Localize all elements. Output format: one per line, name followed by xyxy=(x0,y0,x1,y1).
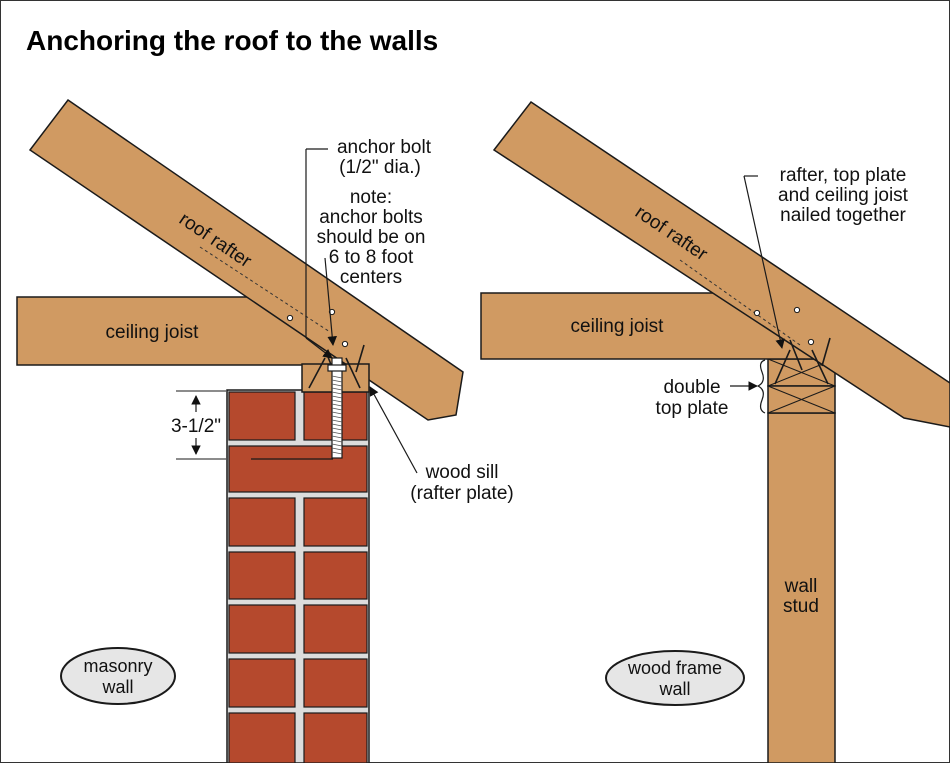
brick xyxy=(228,497,296,547)
embed-dimension xyxy=(176,390,226,460)
bolt-thread xyxy=(331,415,343,419)
top-plate-label-line2: top plate xyxy=(656,398,729,419)
bolt-thread xyxy=(331,387,343,391)
wood-frame-badge-line2: wall xyxy=(658,679,690,699)
wood-frame-wall-badge xyxy=(605,650,745,706)
bolt-thread xyxy=(331,439,343,443)
bolt-thread xyxy=(331,431,343,435)
masonry-badge-line1: masonry xyxy=(83,656,152,676)
brick xyxy=(303,497,368,547)
embed-depth-label: 3-1/2" xyxy=(171,416,221,437)
wall-stud-label-line2: stud xyxy=(783,596,819,617)
bolt-thread xyxy=(331,399,343,403)
bolt-thread xyxy=(331,411,343,415)
nailed-label-line2: and ceiling joist xyxy=(778,185,909,206)
nailed-leader xyxy=(743,175,785,349)
brick xyxy=(228,391,296,441)
note-line-3: should be on xyxy=(317,227,426,248)
masonry-badge-line2: wall xyxy=(101,677,133,697)
wood-frame-badge-line1: wood frame xyxy=(627,658,722,678)
note-line-1: note: xyxy=(350,187,392,208)
bolt-thread xyxy=(331,423,343,427)
note-line-5: centers xyxy=(340,267,402,288)
masonry-ceiling-joist-label: ceiling joist xyxy=(106,322,200,343)
note-line-4: 6 to 8 foot xyxy=(329,247,414,268)
masonry-wall-badge xyxy=(60,647,176,705)
brick xyxy=(228,551,296,600)
brick xyxy=(303,551,368,600)
brick xyxy=(228,658,296,708)
bolt-thread xyxy=(331,407,343,411)
anchor-bolt-label-line2: (1/2" dia.) xyxy=(339,157,421,178)
brick xyxy=(303,658,368,708)
wall-stud-label-line1: wall xyxy=(784,576,818,597)
anchor-bolt-label-line1: anchor bolt xyxy=(337,137,432,158)
frame-ceiling-joist-label: ceiling joist xyxy=(571,316,665,337)
frame-nail-heads xyxy=(753,306,815,346)
frame-roof-rafter xyxy=(492,100,950,428)
masonry-wall xyxy=(226,389,370,763)
brick xyxy=(303,604,368,654)
wood-sill-label-line2: (rafter plate) xyxy=(410,483,513,504)
bolt-thread xyxy=(331,391,343,395)
bolt-thread xyxy=(331,419,343,423)
anchor-bolt-leader-tip xyxy=(305,337,333,359)
bolt-thread xyxy=(331,379,343,383)
bolt-thread xyxy=(331,443,343,447)
note-line-2: anchor bolts xyxy=(319,207,423,228)
brick xyxy=(228,445,368,493)
frame-nails xyxy=(774,337,831,385)
top-plate-label-line1: double xyxy=(663,377,720,398)
brick xyxy=(228,712,296,763)
brick xyxy=(228,604,296,654)
bolt-thread xyxy=(331,447,343,451)
wood-sill-label-line1: wood sill xyxy=(425,462,499,483)
rafter-hidden-edge xyxy=(199,246,331,333)
bolt-thread xyxy=(331,435,343,439)
wall-stud xyxy=(767,412,836,763)
bolt-thread xyxy=(331,383,343,387)
wood-sill-leader xyxy=(369,386,418,474)
bolt-thread xyxy=(331,403,343,407)
nailed-label-line1: rafter, top plate xyxy=(780,165,907,186)
diagram-title: Anchoring the roof to the walls xyxy=(26,25,438,56)
bolt-thread xyxy=(331,395,343,399)
bolt-thread xyxy=(331,451,343,455)
frame-rafter-hidden-edge xyxy=(679,259,801,346)
anchor-bolt xyxy=(251,357,347,460)
bolt-thread xyxy=(331,375,343,379)
top-plate-brace xyxy=(756,359,766,414)
anchor-bolt-nut xyxy=(327,364,347,372)
masonry-roof-rafter xyxy=(28,98,464,421)
nailed-label-line3: nailed together xyxy=(780,205,906,226)
brick xyxy=(303,712,368,763)
note-leader xyxy=(324,257,337,346)
double-top-plate xyxy=(767,358,836,414)
bolt-thread xyxy=(331,427,343,431)
